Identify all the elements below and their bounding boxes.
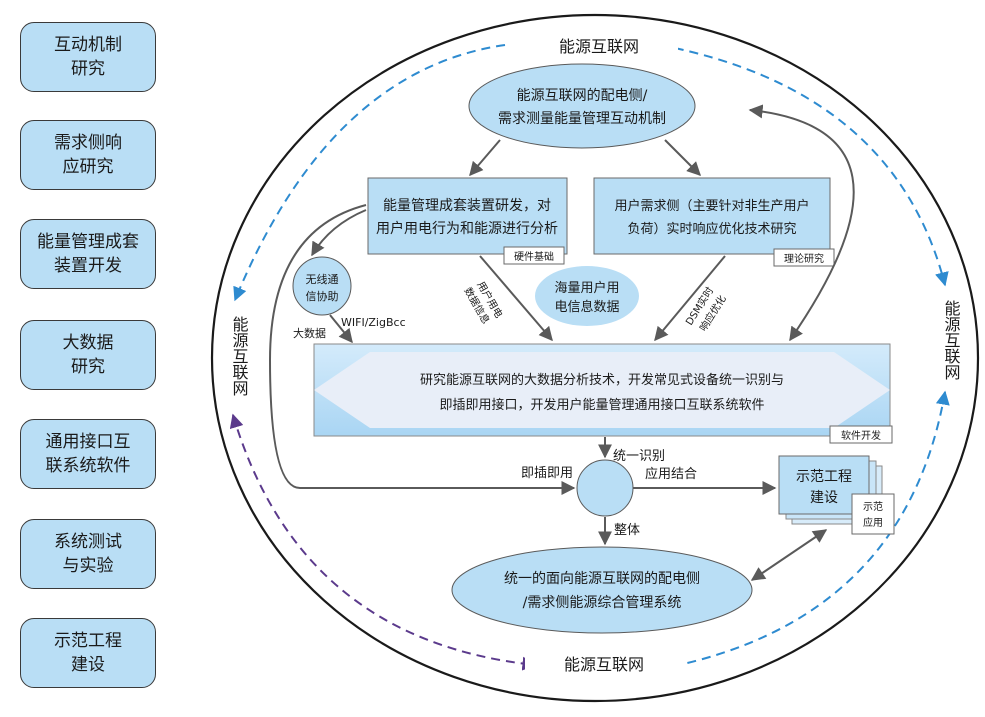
demo-tag (851, 493, 895, 535)
mass-data-line1: 海量用户用 (554, 280, 619, 296)
bottom-ellipse-line2: /需求侧能源综合管理系统 (523, 595, 682, 611)
theory-box-line1: 用户需求侧（主要针对非生产用户 (614, 198, 809, 214)
theory-tag-text: 理论研究 (784, 252, 824, 265)
arrow-wireless-to-software (329, 314, 353, 344)
outer-label-right: 能源互联网 (942, 300, 961, 381)
side-box-text: 应研究 (62, 157, 114, 177)
arrow-top-to-hardware (469, 139, 501, 177)
side-box-text: 系统测试 (54, 532, 122, 552)
side-box-testing: 系统测试与实验 (20, 519, 156, 589)
wireless-line2: 信协助 (306, 289, 339, 303)
hardware-box-line1: 能量管理成套装置研发，对 (383, 198, 551, 214)
hardware-box (367, 177, 568, 255)
wireless-line1: 无线通 (306, 272, 339, 286)
demo-box-line1: 示范工程 (796, 468, 852, 485)
dashed-arc-bottom-right (663, 390, 950, 673)
label-wifi: WIFI/ZigBcc (341, 316, 406, 329)
dashed-arc-bottom-left (229, 413, 537, 671)
software-hexagon (314, 352, 890, 428)
mass-data-line2: 电信息数据 (554, 299, 619, 315)
bottom-ellipse (451, 546, 753, 634)
arrow-hardware-to-wireless (311, 209, 367, 257)
dashed-arc-top-left (233, 44, 506, 302)
side-box-demand-response: 需求侧响应研究 (20, 120, 156, 190)
side-box-text: 研究 (71, 59, 105, 79)
arrow-top-to-software-loop (748, 104, 855, 342)
wireless-circle (292, 256, 352, 316)
side-box-text: 通用接口互 (45, 432, 131, 452)
label-bg (525, 652, 683, 678)
top-ellipse-line1: 能源互联网的配电侧/ (517, 88, 648, 104)
mass-data-ellipse (535, 266, 639, 326)
software-box-line2: 即插即用接口，开发用户能量管理通用接口互联系统软件 (439, 397, 764, 413)
bottom-ellipse-line1: 统一的面向能源互联网的配电侧 (504, 571, 700, 587)
side-box-text: 需求侧响 (54, 133, 122, 153)
side-box-bigdata: 大数据研究 (20, 320, 156, 390)
software-tag-text: 软件开发 (841, 429, 881, 442)
demo-tag-line1: 示范 (863, 500, 883, 513)
side-box-text: 建设 (71, 655, 105, 675)
side-box-text: 示范工程 (54, 631, 122, 651)
top-ellipse-line2: 需求测量能量管理互动机制 (498, 111, 666, 127)
integration-circle (576, 459, 634, 517)
software-tag (829, 425, 893, 444)
side-box-text: 与实验 (62, 556, 114, 576)
arrow-top-to-theory (664, 139, 701, 176)
hardware-tag (503, 246, 565, 265)
side-box-interface-software: 通用接口互联系统软件 (20, 419, 156, 489)
hardware-tag-text: 硬件基础 (514, 250, 554, 263)
side-box-device-dev: 能量管理成套装置开发 (20, 219, 156, 289)
side-box-text: 装置开发 (54, 256, 122, 276)
label-app-combine: 应用结合 (645, 466, 697, 482)
side-box-interaction: 互动机制研究 (20, 22, 156, 92)
label-bigdata: 大数据 (293, 326, 326, 340)
arrow-hardware-to-center (268, 204, 576, 495)
top-ellipse (468, 63, 696, 149)
label-plug-play: 即插即用 (521, 466, 573, 481)
outer-label-bottom: 能源互联网 (564, 655, 644, 674)
arrow-bottom-demo (750, 529, 828, 581)
label-whole: 整体 (614, 523, 640, 538)
arrow-theory-to-software (654, 255, 726, 342)
arrow-hardware-to-software (479, 255, 553, 342)
side-box-demo: 示范工程建设 (20, 618, 156, 688)
demo-tag-line2: 应用 (863, 516, 883, 529)
label-bg (520, 33, 678, 59)
label-unified-id: 统一识别 (613, 449, 665, 464)
theory-box-line2: 负荷）实时响应优化技术研究 (627, 221, 796, 237)
side-box-text: 大数据 (62, 333, 114, 353)
outer-ellipse (210, 13, 980, 703)
dashed-arc-top-right (659, 44, 949, 287)
side-box-text: 能量管理成套 (37, 232, 139, 252)
side-box-text: 联系统软件 (45, 456, 131, 476)
theory-box (593, 177, 831, 255)
outer-label-left: 能源互联网 (230, 316, 249, 397)
outer-label-top: 能源互联网 (559, 37, 639, 56)
side-box-text: 研究 (71, 357, 105, 377)
side-box-text: 互动机制 (54, 35, 122, 55)
demo-box-line2: 建设 (810, 490, 838, 506)
hardware-box-line2: 用户用电行为和能源进行分析 (376, 220, 558, 237)
software-box-line1: 研究能源互联网的大数据分析技术，开发常见式设备统一识别与 (420, 372, 784, 388)
